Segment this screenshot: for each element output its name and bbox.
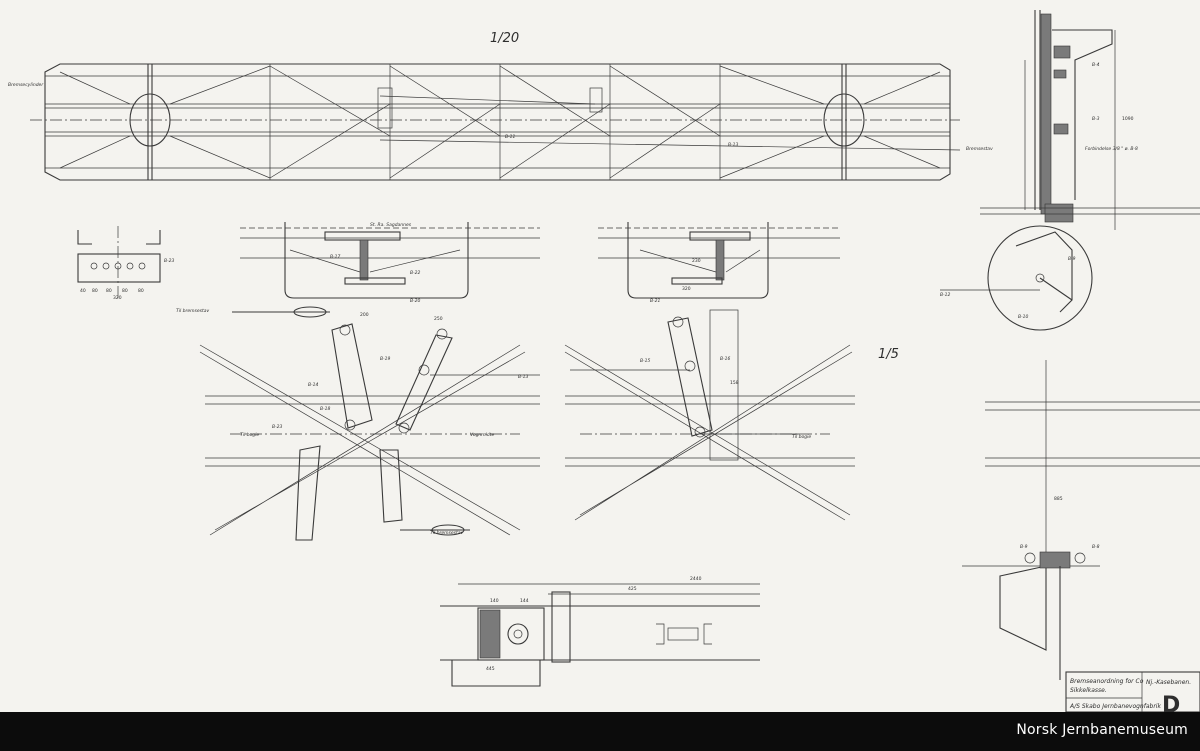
dim-200: 200 [360,312,369,318]
label-til-bremsestav-bottom: Til bremsestav [430,530,464,536]
scale-note-middle: 1/5 [878,347,899,362]
title-railway: Nj.-Kasebanen. [1146,679,1191,686]
dim-plate-3: 80 [106,288,112,294]
label-bremsecylinder: Bremsecylinder [8,82,44,88]
right-side-section: Forbindelse 3/8 " ø. B-8 1090 B-4 B-3 B-… [940,10,1200,331]
label-b-14-lever: B-14 [308,382,318,388]
label-b-20-section: B-20 [410,298,420,304]
label-b-11-top: B-11 [505,134,515,140]
label-vognmidte: Vognmidte [470,432,495,438]
label-b-15-right: B-15 [640,358,650,364]
dim-plate-5: 80 [138,288,144,294]
footer-bar: Norsk Jernbanemuseum [0,712,1200,751]
label-b-3-right: B-3 [1092,116,1100,122]
right-lower-detail: 885 B-9 B-8 [962,360,1200,680]
dim-bottom-left: 445 [486,666,495,672]
label-b-23-lever: B-23 [272,424,282,430]
label-til-bogie-left: Til bogie [240,432,259,438]
scale-note-top: 1/20 [490,31,519,46]
title-line-1: Bremseanordning for Co [1070,678,1144,685]
label-b-9-right: B-9 [1068,256,1076,262]
title-line-2: Sikkelkasse. [1070,687,1107,694]
label-b-9-lower: B-9 [1020,544,1028,550]
lever-detail-right: Til bogie B-15 B-16 158 1/5 [564,309,899,521]
dim-250: 250 [434,316,443,322]
label-b-19-lever: B-19 [380,356,390,362]
dim-vertical-small: 158 [730,380,739,386]
dim-230: 230 [692,258,701,264]
lever-detail-left: Til bremsestav Til bremsestav Til bogie … [176,306,540,541]
bottom-plan-detail: 2440 425 445 140 144 [440,576,760,687]
title-block: Bremseanordning for Co Sikkelkasse. A/S … [1065,671,1200,712]
label-forbindelse: Forbindelse 3/8 " ø. B-8 [1085,146,1138,152]
dim-top-sub: 425 [628,586,637,592]
label-til-bogie-right: Til bogie [792,434,811,440]
dim-140: 140 [490,598,499,604]
label-bremsestav: Bremsestav [966,146,993,152]
label-b-8-lower: B-8 [1092,544,1100,550]
label-til-bremsestav-left: Til bremsestav [176,308,210,314]
center-sections: St. Ra. Sagdannes B-20 B-22 B-17 B-21 23… [240,222,840,304]
label-b-13-lever: B-13 [518,374,528,380]
dim-320: 320 [682,286,691,292]
label-b-23-bracket: B-23 [164,258,174,264]
label-b-18-lever: B-18 [320,406,330,412]
museum-credit: Norsk Jernbanemuseum [1016,722,1188,738]
technical-drawing-sheet: 1/20 Bremsecylinder Bremsestav B-11 [8,10,1200,712]
label-b-4-right: B-4 [1092,62,1100,68]
label-b-17-section: B-17 [330,254,340,260]
label-b-16-right: B-16 [720,356,730,362]
top-plan-view: 1/20 Bremsecylinder Bremsestav B-11 [8,31,993,181]
dim-144: 144 [520,598,529,604]
sheet-letter: D [1162,693,1180,712]
title-maker: A/S Skabo Jernbanevognfabrik [1069,703,1161,710]
label-stykliste: St. Ra. Sagdannes [370,222,412,228]
dim-plate-total: 320 [113,295,122,301]
label-b-13-top: B-13 [728,142,738,148]
dim-plate-2: 80 [92,288,98,294]
label-b-21-section: B-21 [650,298,660,304]
dim-column-height: 885 [1054,496,1063,502]
dim-top-overall: 2440 [690,576,702,582]
bracket-detail: B-23 40 80 80 80 80 320 [77,226,174,301]
dim-plate-1: 40 [80,288,86,294]
label-b-10-right: B-10 [1018,314,1028,320]
dim-vertical-right: 1090 [1122,116,1134,122]
label-b-12-right: B-12 [940,292,950,298]
label-b-22-section: B-22 [410,270,420,276]
dim-plate-4: 80 [122,288,128,294]
